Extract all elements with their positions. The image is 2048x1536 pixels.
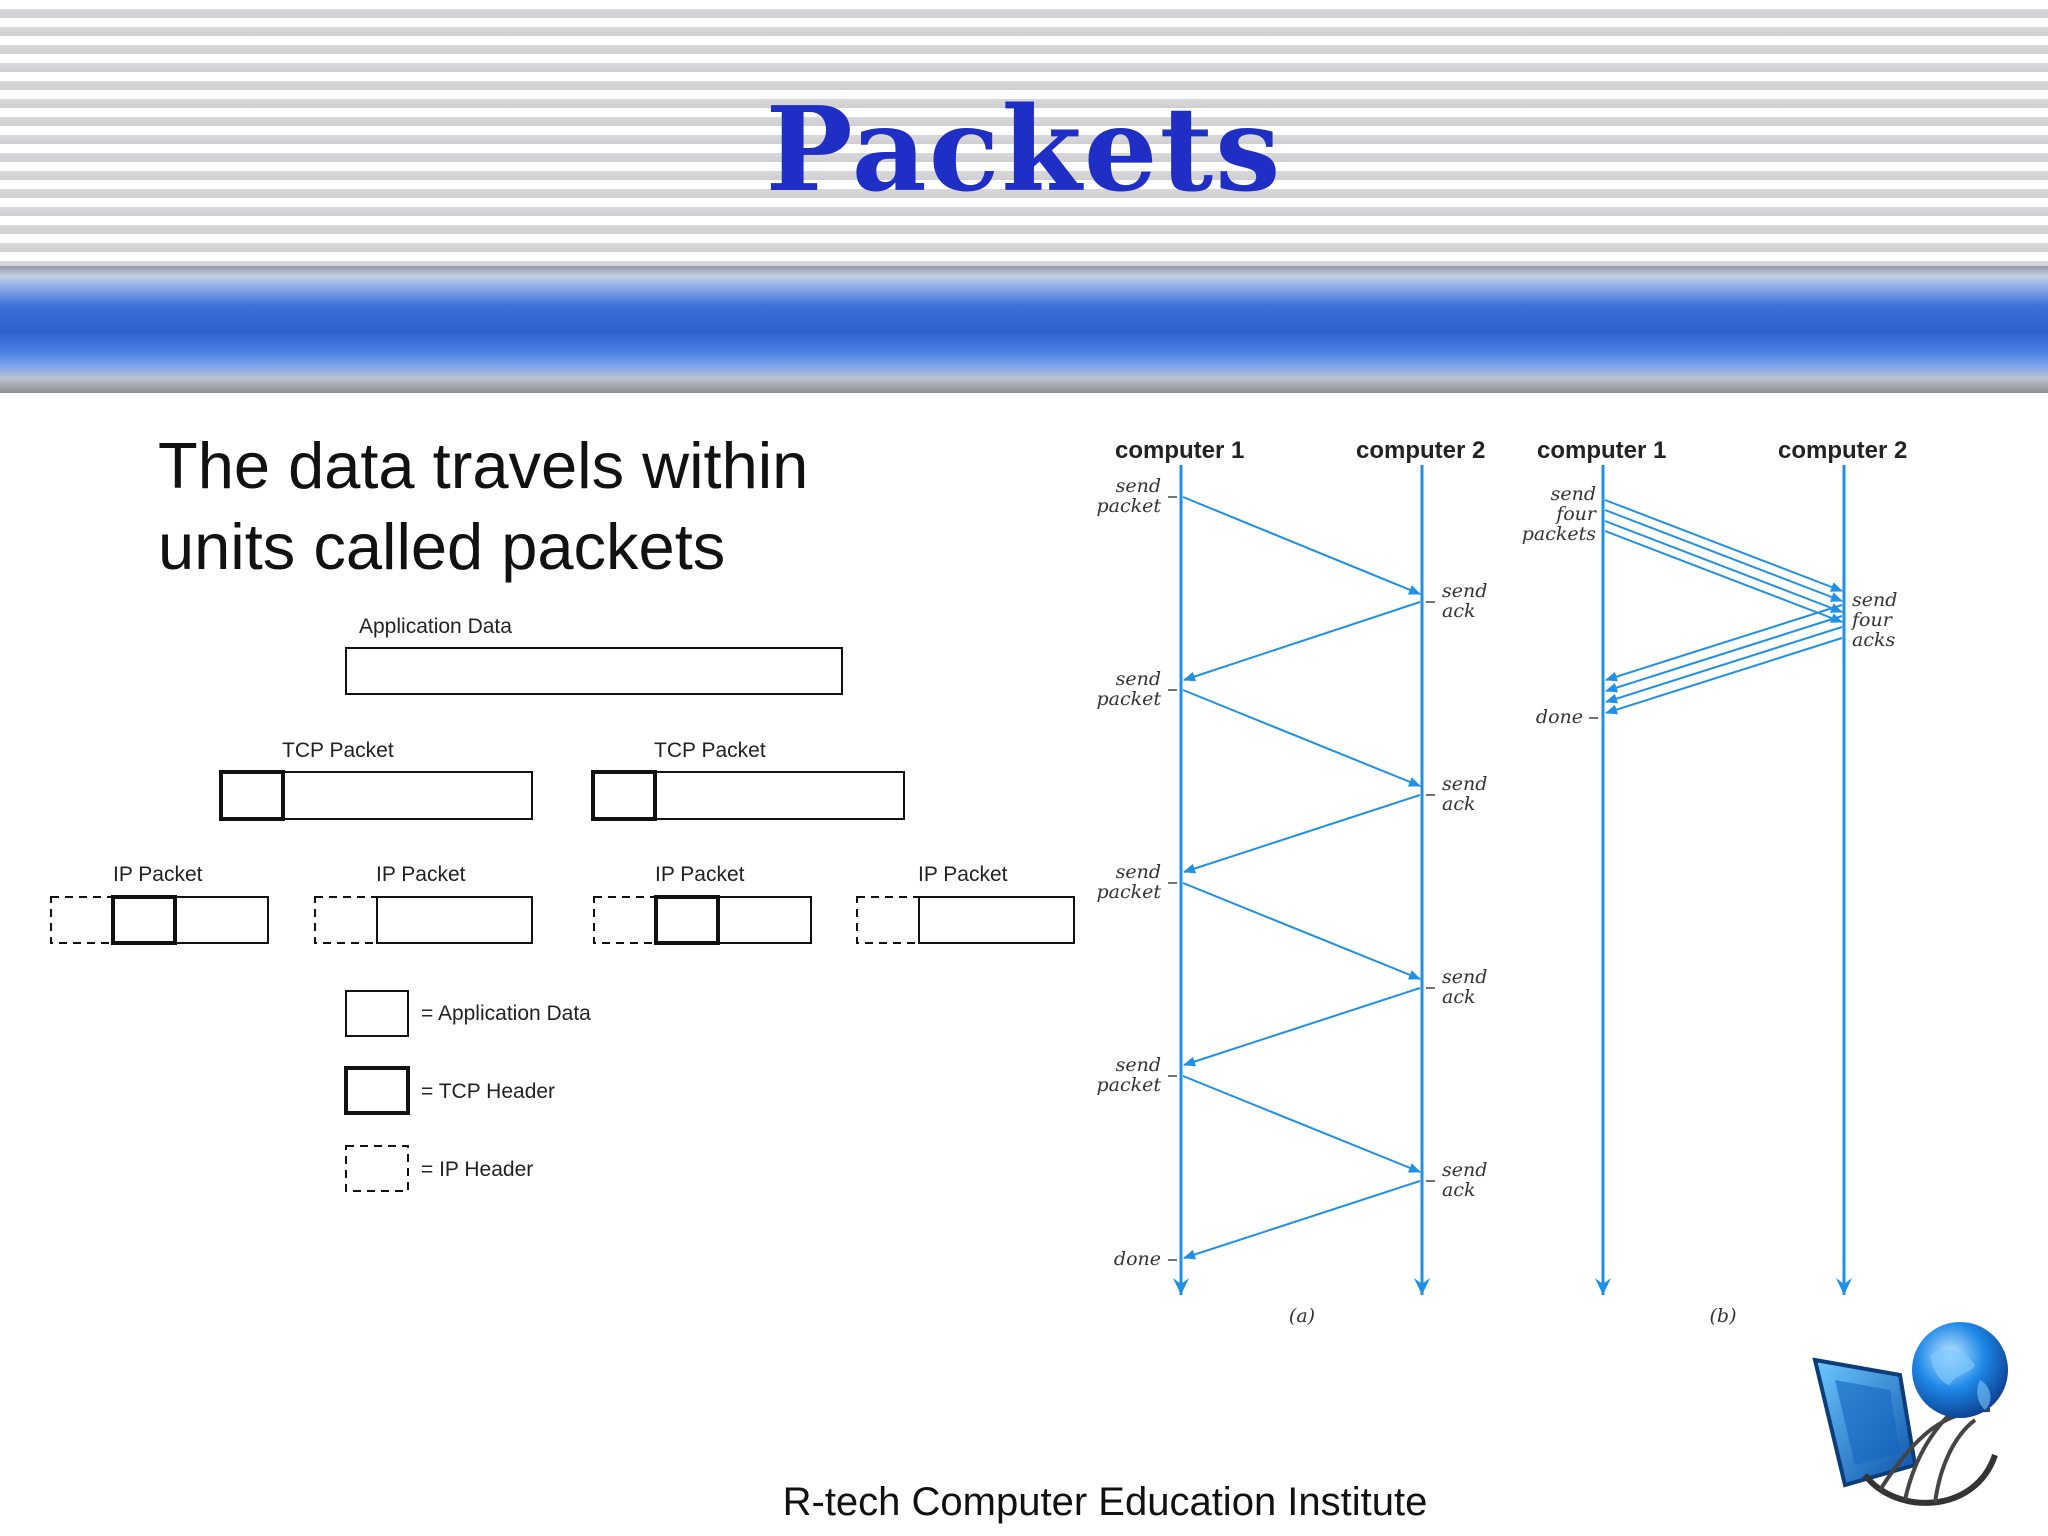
send-ack-label-1: send — [1442, 580, 1487, 602]
ip-tcp-header-box-1 — [111, 895, 177, 945]
send-label-4: send — [1116, 1054, 1161, 1076]
computer-1-label-a: computer 1 — [1115, 437, 1244, 464]
packet-arrow-b1 — [1604, 499, 1843, 592]
ack-label-1: ack — [1442, 600, 1475, 622]
ack-arrow-4 — [1183, 1180, 1421, 1260]
send-label-3: send — [1116, 861, 1161, 883]
application-data-box — [345, 647, 843, 695]
four-acks-label-b: four — [1850, 609, 1894, 631]
send-label-b: send — [1551, 483, 1596, 505]
legend-tcp-header: = TCP Header — [421, 1080, 555, 1103]
send-ack-label-2: send — [1442, 773, 1487, 795]
encapsulation-diagram: Application Data TCP Packet TCP Packet I… — [50, 615, 1075, 1192]
packet-arrow-b2 — [1604, 509, 1843, 602]
send-acks-label-b: send — [1852, 589, 1897, 611]
send-ack-label-3: send — [1442, 966, 1487, 988]
packet-arrow-4 — [1182, 1075, 1421, 1173]
ack-label-2: ack — [1442, 793, 1475, 815]
done-label-b: done — [1536, 706, 1583, 728]
computer-1-label-b: computer 1 — [1537, 437, 1666, 464]
footer-text: R-tech Computer Education Institute — [782, 1480, 1428, 1524]
legend-ip-header: = IP Header — [421, 1158, 533, 1181]
caption-b: (b) — [1710, 1305, 1737, 1327]
ack-arrow-b1 — [1605, 604, 1843, 682]
acks-label-b: acks — [1852, 629, 1895, 651]
intro-line-1: The data travels within — [158, 429, 809, 502]
header-bar — [0, 266, 2048, 393]
tcp-packet-label-2: TCP Packet — [654, 739, 766, 762]
ip-payload-box-2 — [376, 896, 533, 944]
packet-arrow-2 — [1182, 689, 1421, 787]
ip-payload-box-4 — [918, 896, 1075, 944]
ip-tcp-header-box-3 — [654, 895, 720, 945]
ack-label-4: ack — [1442, 1179, 1475, 1201]
legend-application-data-swatch — [345, 990, 409, 1037]
legend-application-data: = Application Data — [421, 1002, 591, 1025]
packet-label-3: packet — [1096, 881, 1161, 903]
packet-arrow-b4 — [1604, 530, 1843, 623]
packet-arrow-3 — [1182, 882, 1421, 980]
computer-2-label-b: computer 2 — [1778, 437, 1907, 464]
packet-label-1: packet — [1096, 495, 1161, 517]
packet-arrow-b3 — [1604, 520, 1843, 613]
ip-packet-label-4: IP Packet — [918, 863, 1008, 886]
legend-tcp-header-swatch — [344, 1066, 410, 1115]
packet-label-4: packet — [1096, 1074, 1161, 1096]
ack-arrow-b3 — [1605, 626, 1843, 704]
packet-arrow-1 — [1182, 496, 1421, 595]
intro-line-2: units called packets — [158, 510, 726, 583]
ack-arrow-b2 — [1605, 615, 1843, 693]
packets-label-b: packets — [1522, 523, 1597, 545]
tick-marks-a — [1168, 496, 1435, 1261]
tcp-header-box-1 — [219, 770, 285, 821]
ip-packet-label-3: IP Packet — [655, 863, 745, 886]
tcp-packet-label-1: TCP Packet — [282, 739, 394, 762]
caption-a: (a) — [1289, 1305, 1315, 1327]
ack-arrow-b4 — [1605, 637, 1843, 715]
slide-title: Packets — [765, 82, 1283, 218]
packet-label-2: packet — [1096, 688, 1161, 710]
application-data-label: Application Data — [359, 615, 512, 638]
tcp-header-box-2 — [591, 770, 657, 821]
ack-arrow-1 — [1183, 601, 1421, 682]
done-label-a: done — [1114, 1248, 1161, 1270]
institute-logo — [1812, 1322, 2008, 1506]
legend-ip-header-swatch — [345, 1145, 409, 1192]
ip-packet-label-2: IP Packet — [376, 863, 466, 886]
send-label-2: send — [1116, 668, 1161, 690]
send-ack-label-4: send — [1442, 1159, 1487, 1181]
intro-text: The data travels within units called pac… — [158, 425, 918, 587]
ip-packet-label-1: IP Packet — [113, 863, 203, 886]
computer-2-label-a: computer 2 — [1356, 437, 1485, 464]
ack-arrow-2 — [1183, 794, 1421, 874]
header-stripes — [0, 0, 2048, 275]
ack-label-3: ack — [1442, 986, 1475, 1008]
four-label-b: four — [1554, 503, 1598, 525]
send-label-1: send — [1116, 475, 1161, 497]
ack-arrow-3 — [1183, 987, 1421, 1067]
